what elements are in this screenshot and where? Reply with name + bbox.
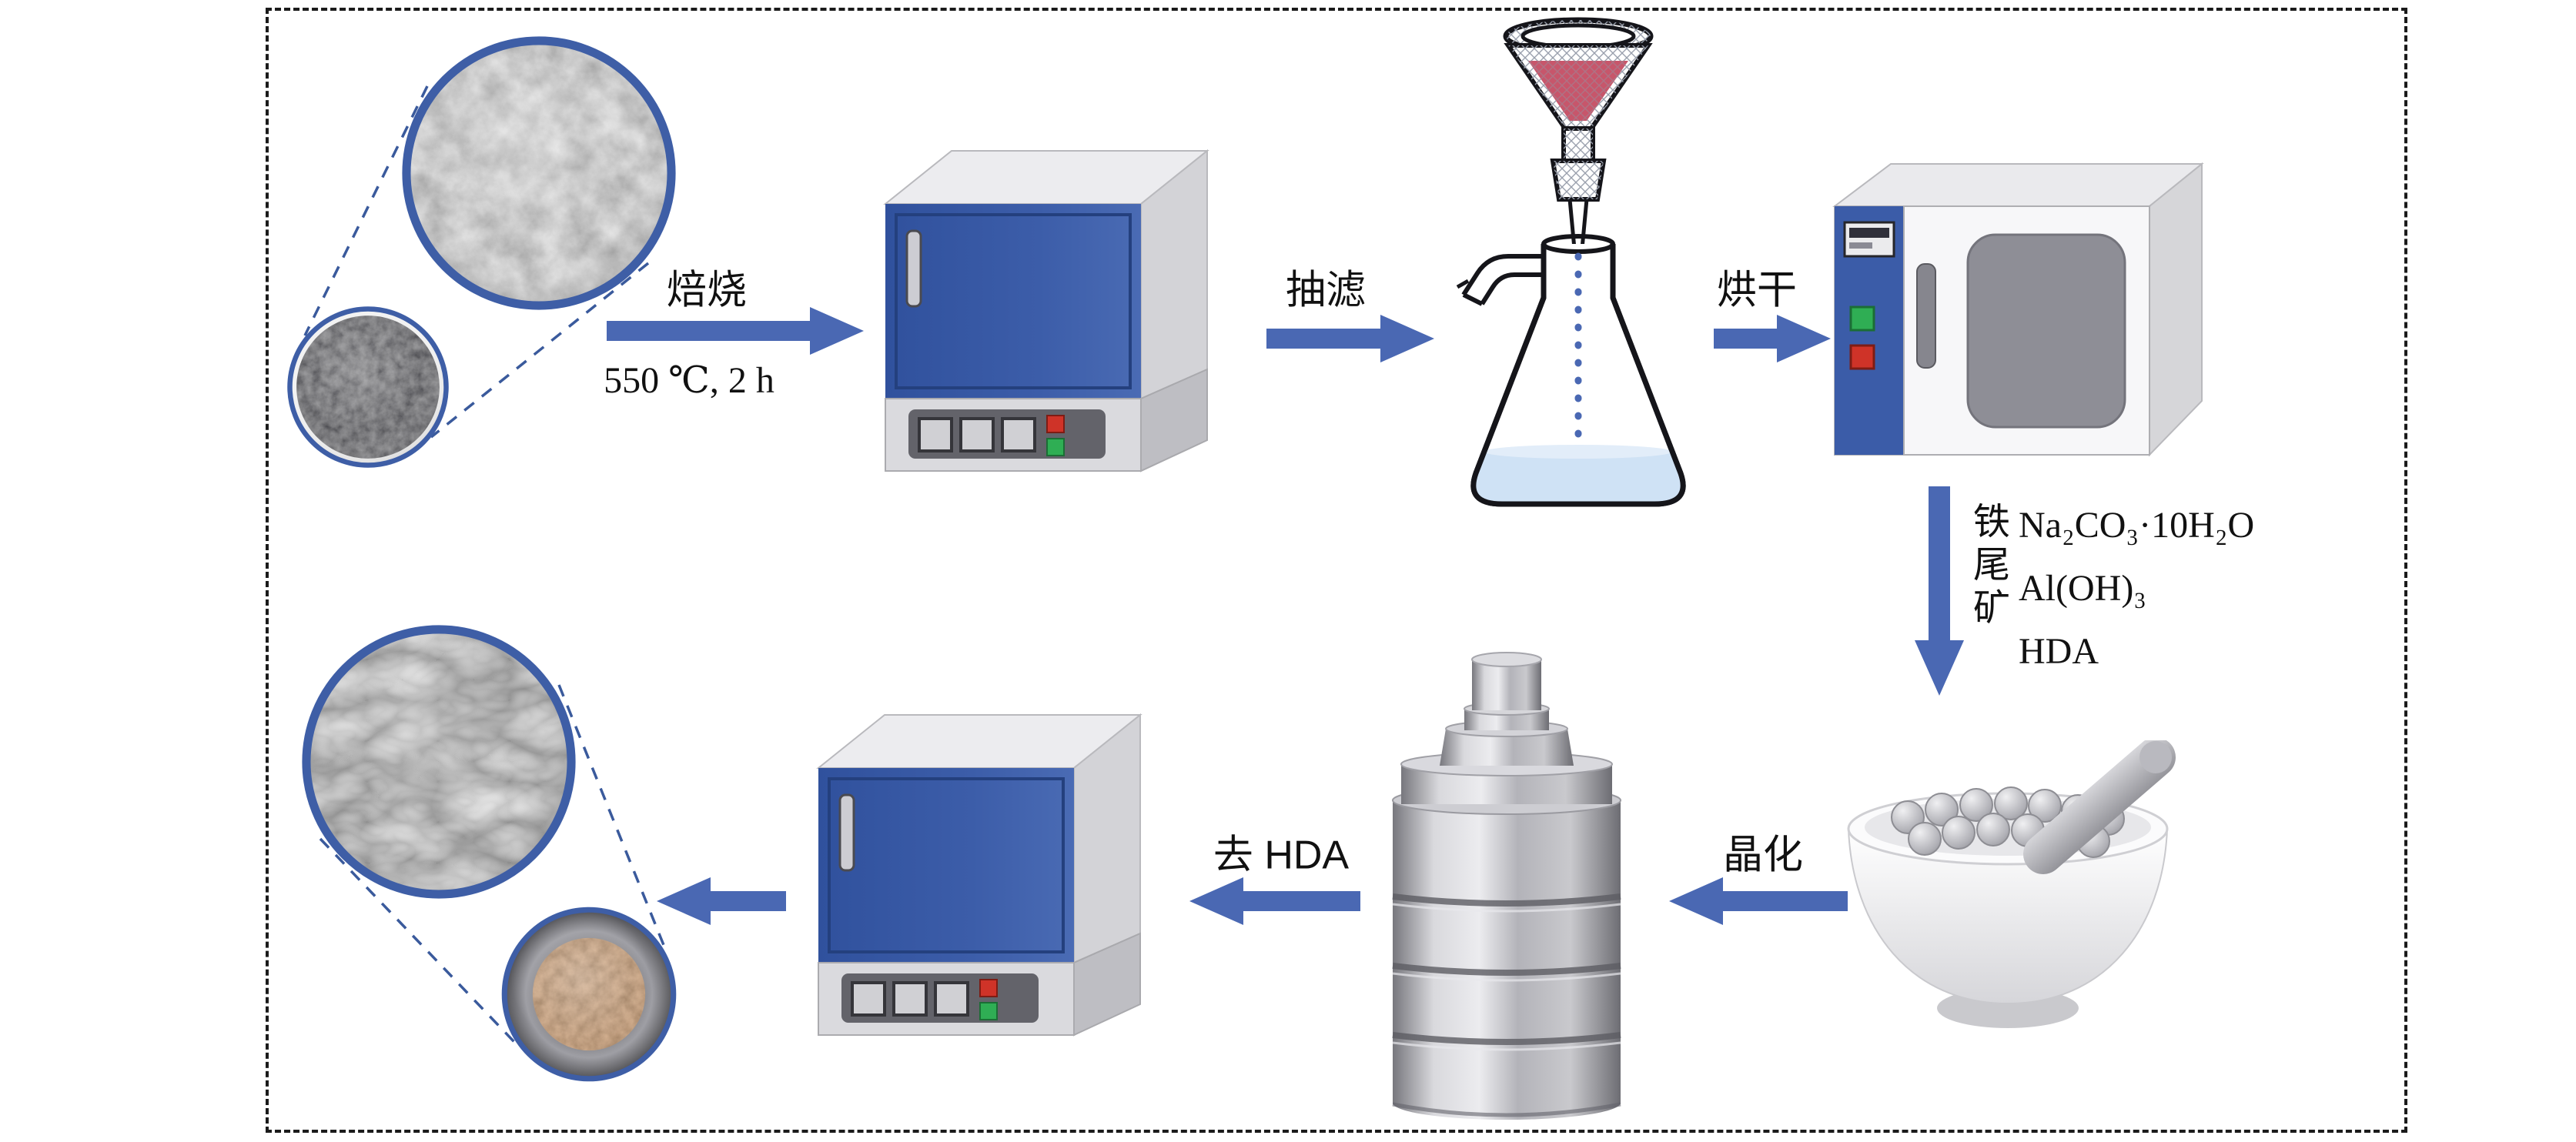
oven-door-window	[1966, 233, 2126, 429]
arrow-filtration-icon	[1266, 315, 1434, 362]
reagent-item: Na₂CO₃·10H₂O	[2019, 505, 2255, 546]
oven-door-handle	[1916, 263, 1936, 369]
autoclave-icon	[1392, 652, 1621, 1120]
pestle	[2023, 740, 2176, 874]
muffle-furnace-1-icon	[884, 149, 1209, 472]
arrow-crystallization-icon	[1669, 877, 1848, 925]
autoclave-lid	[1400, 720, 1613, 804]
reagent-item: HDA	[2019, 631, 2099, 672]
sem-micrograph-raw-icon	[402, 36, 676, 310]
autoclave-body	[1392, 786, 1621, 1120]
diagram-border	[266, 8, 2407, 1133]
label-remove-hda: 去 HDA	[1213, 833, 1350, 878]
reagent-item: Al(OH)₃	[2019, 568, 2147, 609]
erlenmeyer-flask	[1456, 234, 1686, 507]
label-iron-tailings: 铁尾矿	[1967, 502, 2008, 631]
mortar-pestle-icon	[1847, 740, 2176, 1028]
arrow-to-mixing-icon	[1915, 486, 1964, 696]
filtration-flask-icon	[1456, 17, 1686, 507]
oven-red-button	[1849, 344, 1875, 370]
vacuum-side-arm	[1456, 254, 1545, 306]
arrow-remove-hda-icon	[1189, 877, 1360, 925]
muffle-furnace-2-icon	[817, 713, 1142, 1037]
arrow-drying-icon	[1714, 315, 1831, 362]
raw-powder-photo-icon	[287, 306, 449, 468]
label-crystallization: 晶化	[1722, 833, 1804, 878]
label-filtration: 抽滤	[1285, 268, 1367, 313]
sem-micrograph-product-icon	[302, 625, 576, 899]
filtrate-liquid	[1473, 452, 1684, 504]
arrow-to-product-icon	[657, 877, 786, 925]
product-powder-photo-icon	[501, 907, 677, 1082]
oven-green-button	[1849, 306, 1875, 332]
oven-display	[1843, 221, 1895, 258]
label-drying: 烘干	[1716, 268, 1798, 313]
mortar-bowl	[1847, 828, 2169, 1005]
label-calcination-condition: 550 ℃, 2 h	[604, 360, 774, 401]
reagent-list: Na₂CO₃·10H₂O Al(OH)₃ HDA	[2019, 494, 2254, 683]
drying-oven-icon	[1832, 162, 2204, 457]
arrow-calcination-icon	[607, 307, 864, 355]
label-calcination: 焙烧	[666, 268, 748, 313]
buchner-funnel	[1503, 17, 1654, 249]
autoclave-knob	[1464, 652, 1550, 730]
